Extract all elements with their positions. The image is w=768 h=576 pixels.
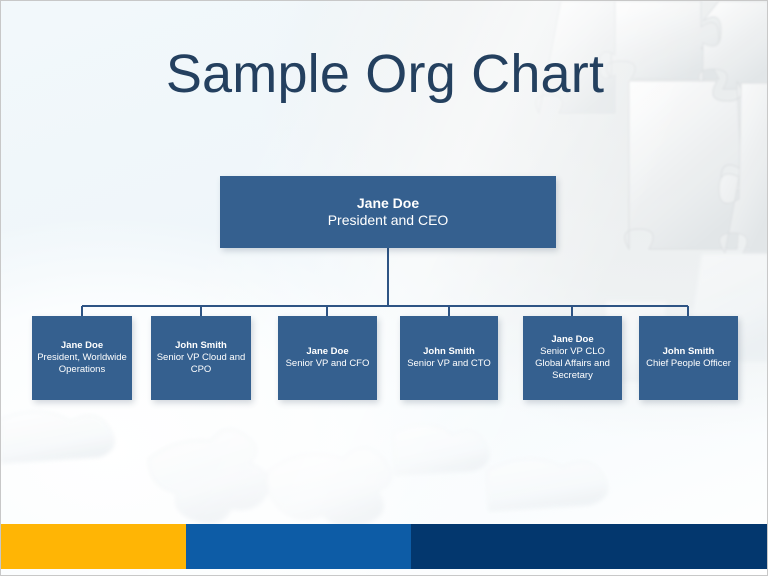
org-node-name: John Smith (175, 340, 227, 352)
org-node-title: President, Worldwide Operations (37, 352, 127, 375)
footer-segment-navy (411, 524, 767, 569)
org-node-child-4[interactable]: John Smith Senior VP and CTO (400, 316, 498, 400)
footer-segment-orange (1, 524, 186, 569)
org-node-child-3[interactable]: Jane Doe Senior VP and CFO (278, 316, 377, 400)
org-node-name: Jane Doe (306, 346, 349, 358)
org-node-child-6[interactable]: John Smith Chief People Officer (639, 316, 738, 400)
org-node-name: Jane Doe (356, 194, 420, 211)
org-node-title: Senior VP and CTO (407, 358, 491, 369)
org-node-title: President and CEO (327, 212, 449, 228)
page-title: Sample Org Chart (165, 44, 605, 104)
org-node-title: Senior VP Cloud and CPO (156, 352, 246, 375)
org-node-title: Senior VP and CFO (285, 358, 370, 369)
org-node-child-2[interactable]: John Smith Senior VP Cloud and CPO (151, 316, 251, 400)
footer-color-bar (1, 524, 767, 569)
org-node-root[interactable]: Jane Doe President and CEO (220, 176, 556, 248)
org-node-child-1[interactable]: Jane Doe President, Worldwide Operations (32, 316, 132, 400)
org-node-title: Senior VP CLO Global Affairs and Secreta… (535, 346, 610, 381)
org-node-name: John Smith (423, 346, 475, 358)
footer-segment-blue (186, 524, 411, 569)
org-node-title: Chief People Officer (646, 358, 731, 369)
org-node-child-5[interactable]: Jane Doe Senior VP CLO Global Affairs an… (523, 316, 622, 400)
org-node-name: Jane Doe (551, 334, 594, 346)
org-node-name: Jane Doe (60, 340, 104, 352)
org-node-name: John Smith (662, 346, 715, 358)
